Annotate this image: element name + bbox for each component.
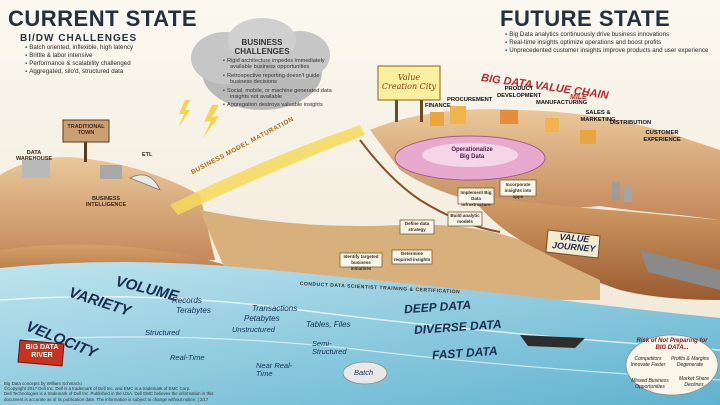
volume-item: Transactions xyxy=(252,304,298,313)
value-creation-city-sign: Value Creation City xyxy=(381,73,437,91)
operationalize-big-data: Operationalize Big Data xyxy=(451,147,493,160)
footer-line: Big Data concepts by William Schmarzo xyxy=(4,381,82,386)
business-challenges-title: BUSINESS CHALLENGES xyxy=(234,38,290,56)
stage-procurement: PROCUREMENT xyxy=(447,97,493,103)
future-bullet: Unprecedented customer insights improve … xyxy=(509,47,712,55)
value-journey-sign: VALUE JOURNEY xyxy=(551,231,596,254)
journey-step: Identify targeted business initiatives xyxy=(343,254,379,271)
stage-customer-experience: CUSTOMER EXPERIENCE xyxy=(643,130,681,143)
risk-title: Risk of Not Preparing for BIG DATA... xyxy=(636,338,708,351)
variety-item: Unstructured xyxy=(232,325,275,334)
etl-label: ETL xyxy=(142,152,153,158)
journey-step: Determine required insights xyxy=(393,251,431,262)
business-challenges-list: Rigid architecture impedes immediately a… xyxy=(222,58,340,111)
current-bullet: Performance & scalability challenged xyxy=(29,60,133,68)
volume-item: Records xyxy=(172,296,202,305)
stage-product-development: PRODUCT DEVELOPMENT xyxy=(497,86,542,99)
velocity-item: Near Real-Time xyxy=(256,361,293,378)
value-chain-mile: MILE xyxy=(570,94,587,101)
current-bullet: Batch oriented, inflexible, high latency xyxy=(29,44,133,52)
velocity-item: Batch xyxy=(354,368,374,377)
current-bullet: Aggregated, silo'd, structured data xyxy=(29,68,133,76)
risk-item: Profits & Margins Degenerate xyxy=(670,356,710,368)
current-bullet: Brittle & labor intensive xyxy=(29,52,133,60)
stage-finance: FINANCE xyxy=(425,103,451,109)
big-data-river-sign: BIG DATA RIVER xyxy=(25,344,59,359)
risk-item: Market Share Declines xyxy=(678,376,709,388)
data-warehouse-label: DATA WAREHOUSE xyxy=(15,150,53,162)
future-state-list: Big Data analytics continuously drive bu… xyxy=(504,31,712,55)
variety-item: Semi-Structured xyxy=(312,339,347,356)
volume-item: Terabytes xyxy=(176,306,211,315)
footer-line: Dell Technologies is a trademark of Dell… xyxy=(4,391,214,397)
journey-step: Define data strategy xyxy=(404,221,430,232)
business-challenge-item: Retrospective reporting doesn't guide bu… xyxy=(227,73,340,86)
variety-item: Structured xyxy=(145,328,180,337)
footer-line: ©Copyright 2017 Dell Inc. Dell is a trad… xyxy=(4,386,191,392)
future-bullet: Real-time insights optimize operations a… xyxy=(509,39,712,47)
stage-sales-marketing: SALES & MARKETING xyxy=(580,110,616,123)
bidw-challenges-subtitle: BI/DW CHALLENGES xyxy=(20,33,138,44)
volume-item: Petabytes xyxy=(244,314,280,323)
stage-manufacturing: MANUFACTURING xyxy=(536,100,588,106)
footer-credits: Big Data concepts by William Schmarzo ©C… xyxy=(4,381,213,402)
journey-step: Build analytic models xyxy=(450,213,480,224)
business-challenge-item: Social, mobile, or machine generated dat… xyxy=(227,88,340,101)
journey-step: Implement Big Data infrastructure xyxy=(460,190,492,207)
footer-line: document is accurate as of its publicati… xyxy=(4,396,209,402)
velocity-item: Real-Time xyxy=(170,353,205,362)
journey-step: Incorporate insights into apps xyxy=(504,182,532,199)
current-state-list: Batch oriented, inflexible, high latency… xyxy=(24,44,133,76)
business-intelligence-label: BUSINESS INTELLIGENCE xyxy=(85,196,127,208)
future-bullet: Big Data analytics continuously drive bu… xyxy=(509,31,712,39)
risk-item: Missed Business Opportunities xyxy=(631,378,669,390)
traditional-town-sign: TRADITIONAL TOWN xyxy=(67,124,105,136)
future-state-title: FUTURE STATE xyxy=(500,6,671,31)
business-challenge-item: Rigid architecture impedes immediately a… xyxy=(227,58,340,71)
stage-distribution: DISTRIBUTION xyxy=(610,120,652,126)
current-state-title: CURRENT STATE xyxy=(8,6,198,31)
business-challenge-item: Aggregation destroys valuable insights xyxy=(227,102,340,108)
volume-item: Tables, Files xyxy=(306,320,351,329)
risk-item: Competitors Innovate Faster xyxy=(630,356,666,368)
